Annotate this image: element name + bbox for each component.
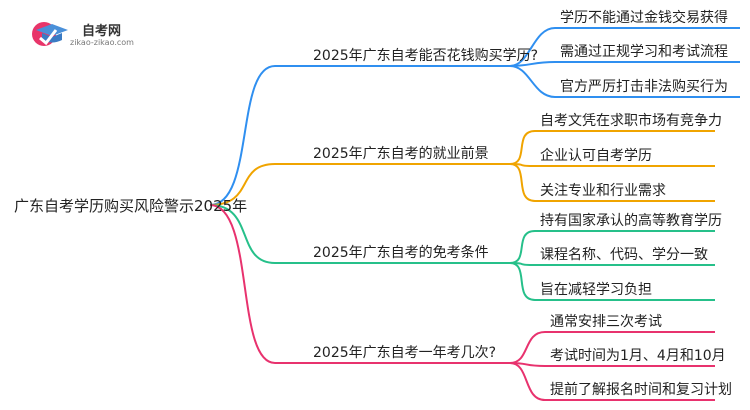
leaf-4-1-connector [509, 331, 715, 364]
logo-url: zikao-zikao.com [70, 38, 134, 47]
graduation-cap-icon [32, 22, 68, 46]
leaf-3-3: 旨在减轻学习负担 [540, 282, 652, 298]
branch-2-label: 2025年广东自考的就业前景 [313, 146, 489, 162]
branch-3-label: 2025年广东自考的免考条件 [313, 245, 489, 261]
leaf-4-1: 通常安排三次考试 [550, 314, 662, 330]
leaf-4-2: 考试时间为1月、4月和10月 [550, 348, 726, 364]
leaf-4-3: 提前了解报名时间和复习计划 [550, 382, 732, 398]
leaf-2-1-connector [509, 130, 715, 165]
leaf-1-1-connector [509, 27, 740, 67]
branch-2-connector [209, 163, 510, 206]
leaf-3-3-connector [509, 262, 715, 301]
leaf-2-3-connector [509, 163, 715, 202]
leaf-1-1: 学历不能通过金钱交易获得 [560, 10, 728, 26]
leaf-1-2: 需通过正规学习和考试流程 [560, 44, 728, 60]
branch-1-connector [209, 65, 510, 206]
leaf-3-2: 课程名称、代码、学分一致 [540, 247, 708, 263]
branch-3-connector [209, 204, 510, 264]
leaf-1-3-connector [509, 65, 740, 98]
leaf-4-3-connector [509, 362, 715, 401]
logo-title: 自考网 [82, 24, 122, 39]
leaf-1-3: 官方严厉打击非法购买行为 [560, 79, 728, 95]
branch-4-connector [209, 204, 510, 364]
leaf-1-2-connector [509, 61, 740, 67]
leaf-2-3: 关注专业和行业需求 [540, 183, 666, 199]
branch-1-label: 2025年广东自考能否花钱购买学历? [313, 48, 539, 64]
leaf-2-2: 企业认可自考学历 [540, 148, 652, 164]
leaf-3-1: 持有国家承认的高等教育学历 [540, 213, 722, 229]
root-topic: 广东自考学历购买风险警示2025年 [14, 197, 248, 215]
site-logo[interactable]: 自考网 zikao-zikao.com [30, 14, 150, 54]
branch-4-label: 2025年广东自考一年考几次? [313, 345, 497, 361]
leaf-2-1: 自考文凭在求职市场有竞争力 [540, 113, 722, 129]
leaf-3-1-connector [509, 230, 715, 264]
